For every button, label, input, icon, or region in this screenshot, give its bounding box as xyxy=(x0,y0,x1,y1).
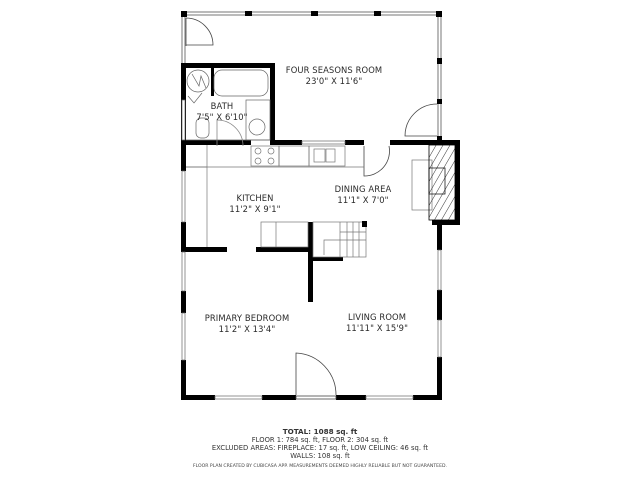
room-dims: 11'11" X 15'9" xyxy=(345,323,409,333)
bath-fixtures xyxy=(186,69,271,141)
excluded-areas: EXCLUDED AREAS: FIREPLACE: 17 sq. ft, LO… xyxy=(211,444,429,452)
room-bedroom: PRIMARY BEDROOM 11'2" X 13'4" xyxy=(205,313,290,335)
room-name: KITCHEN xyxy=(236,193,274,203)
room-dims: 23'0" X 11'6" xyxy=(305,76,363,86)
room-name: DINING AREA xyxy=(334,184,392,194)
fireplace xyxy=(428,144,456,221)
room-name: BATH xyxy=(210,101,234,111)
room-name: PRIMARY BEDROOM xyxy=(204,313,290,323)
room-living: LIVING ROOM 11'11" X 15'9" xyxy=(346,312,408,334)
total-area: TOTAL: 1088 sq. ft xyxy=(282,427,358,436)
credit-note: FLOOR PLAN CREATED BY CUBICASA APP. MEAS… xyxy=(193,464,447,469)
floor-areas: FLOOR 1: 784 sq. ft, FLOOR 2: 304 sq. ft xyxy=(251,436,389,444)
room-bath: BATH 7'5" X 6'10" xyxy=(196,101,247,123)
room-dims: 11'1" X 7'0" xyxy=(337,195,389,205)
room-dims: 11'2" X 9'1" xyxy=(229,204,281,214)
room-dims: 11'2" X 13'4" xyxy=(218,324,276,334)
room-name: LIVING ROOM xyxy=(347,312,407,322)
room-name: FOUR SEASONS ROOM xyxy=(285,65,383,75)
exterior-walls xyxy=(181,63,460,400)
stair-post xyxy=(362,221,367,227)
room-dims: 7'5" X 6'10" xyxy=(196,112,248,122)
doors xyxy=(185,17,438,400)
walls-area: WALLS: 108 sq. ft xyxy=(290,452,350,460)
room-dining: DINING AREA 11'1" X 7'0" xyxy=(335,184,392,206)
windows xyxy=(181,99,442,400)
room-four-seasons: FOUR SEASONS ROOM 23'0" X 11'6" xyxy=(286,65,382,87)
room-kitchen: KITCHEN 11'2" X 9'1" xyxy=(229,193,280,215)
kitchen-fixtures xyxy=(186,145,433,258)
